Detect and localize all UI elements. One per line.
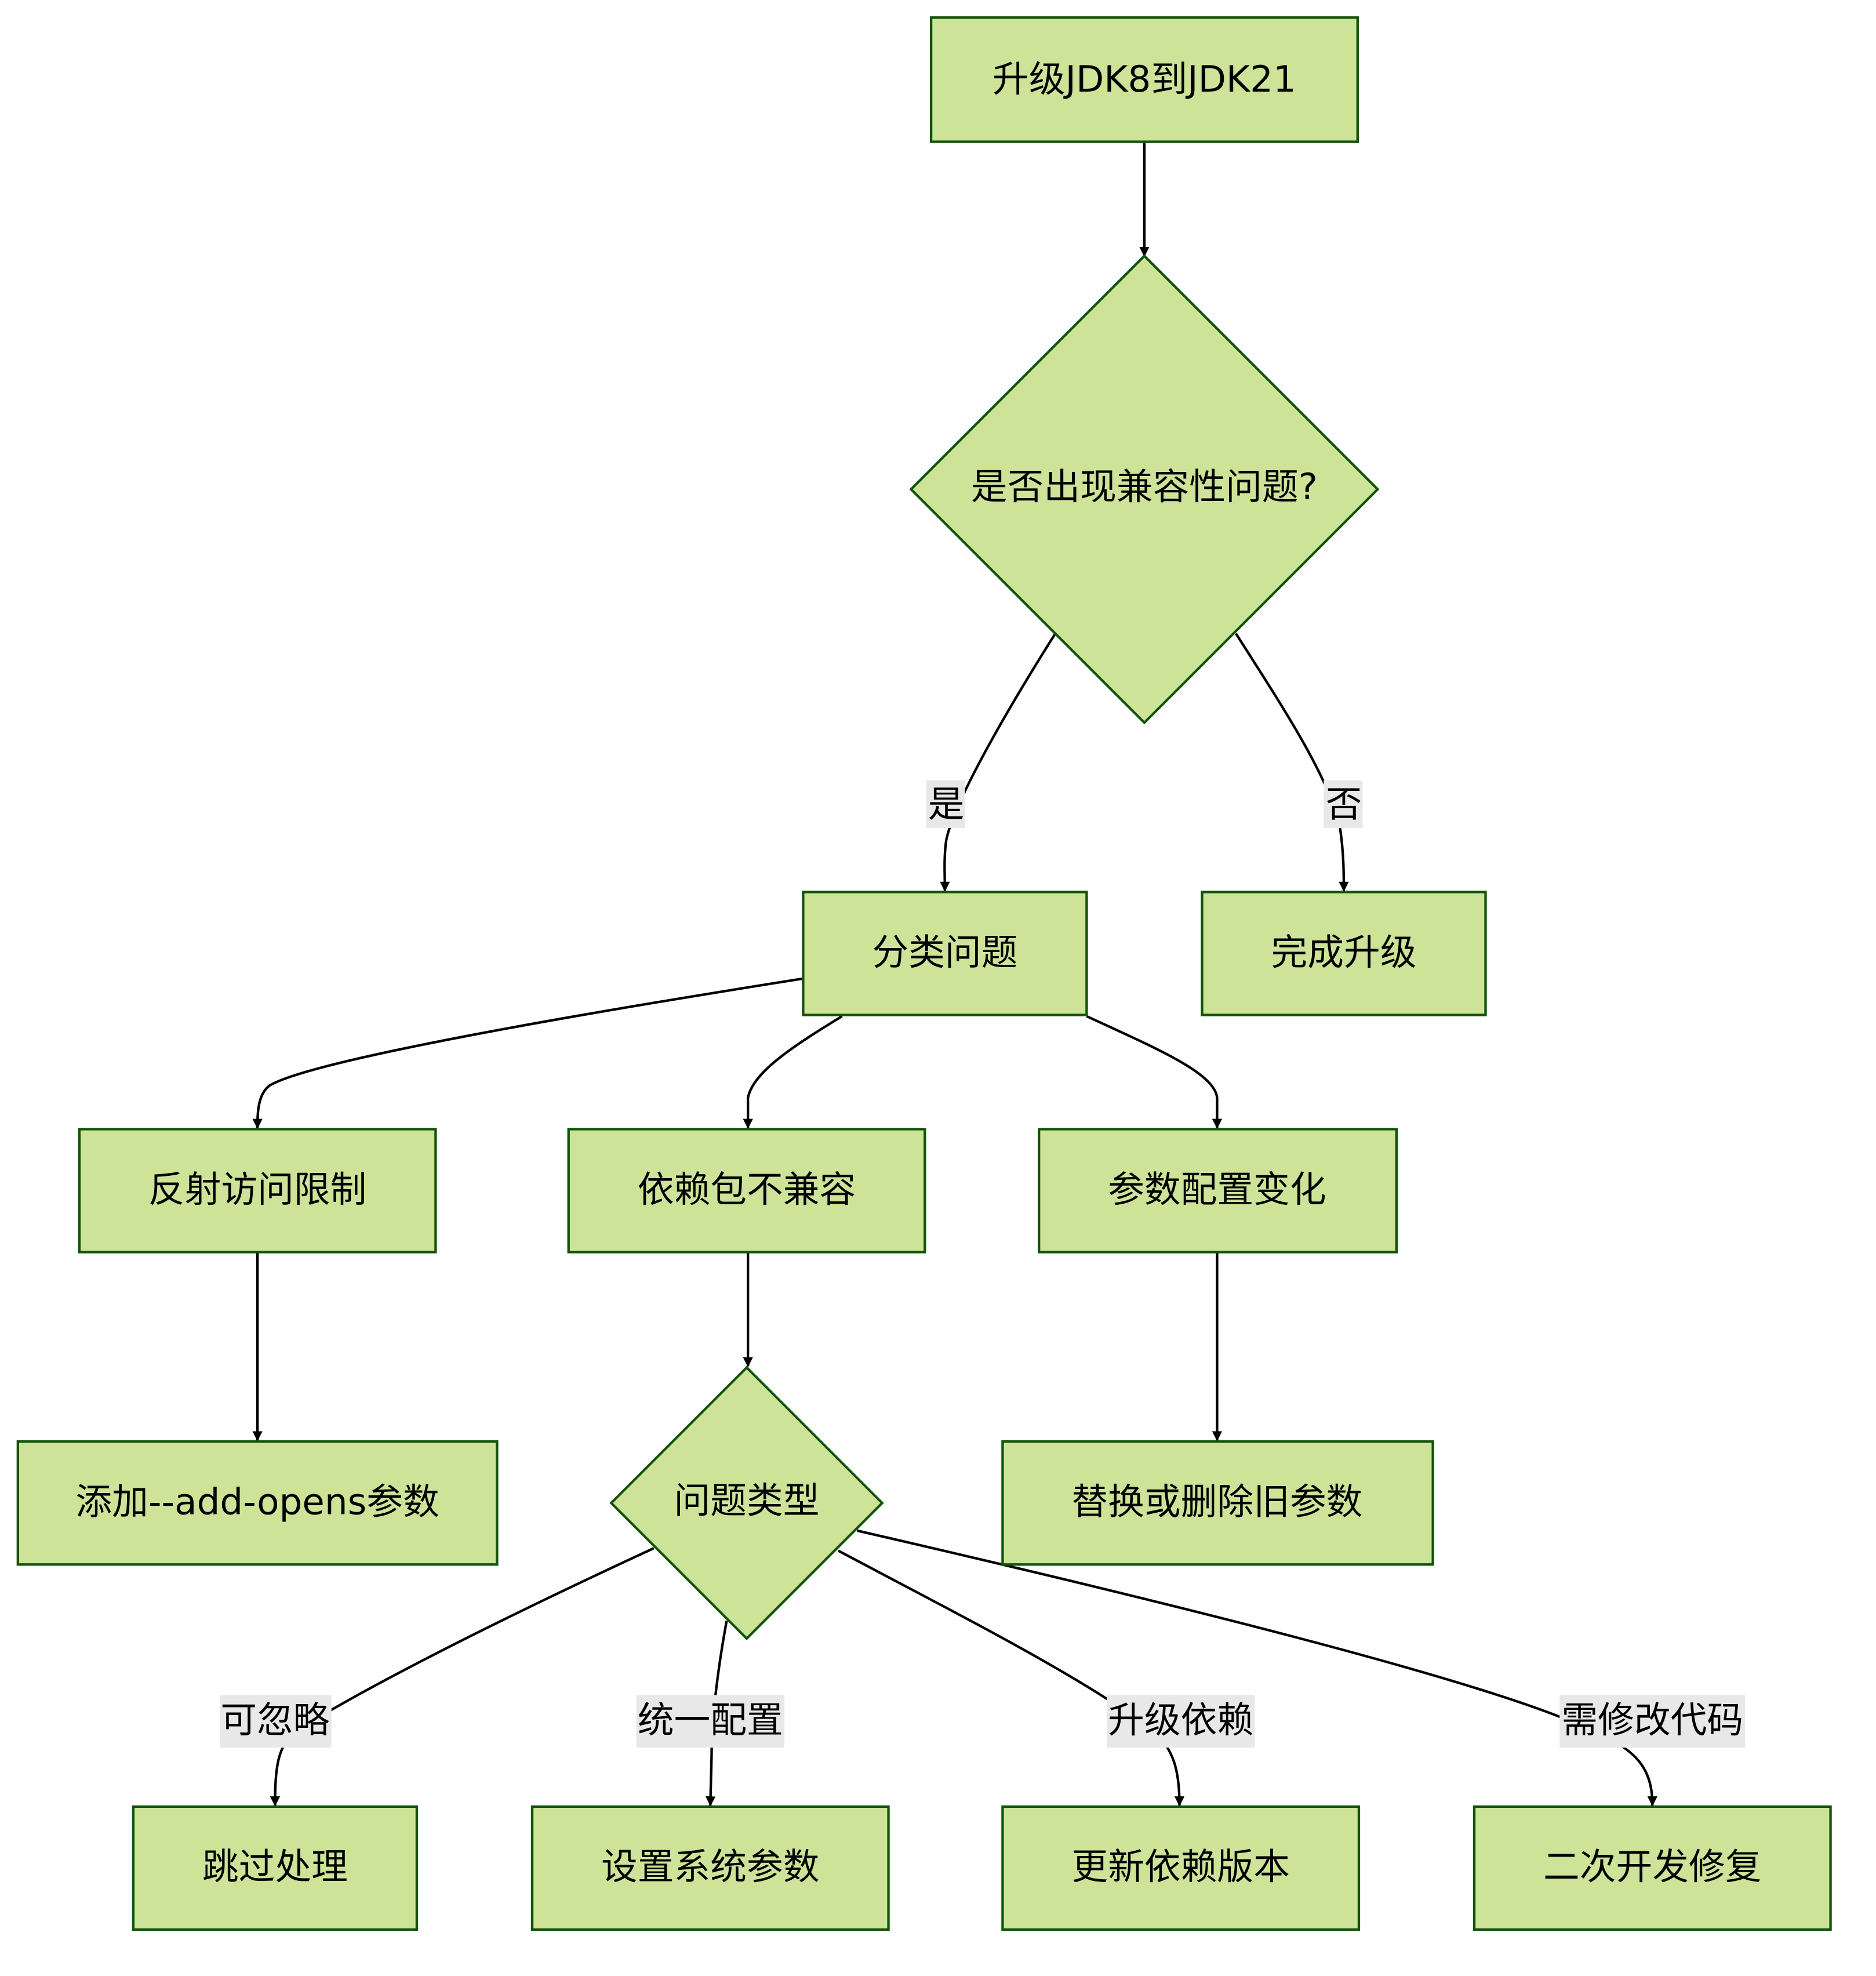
edge-check-to-done <box>1235 633 1349 892</box>
edge-label-yes: 是 <box>928 783 965 826</box>
node-update-deps-label: 更新依赖版本 <box>1071 1846 1290 1888</box>
edge-classify-to-params <box>1086 1015 1223 1129</box>
node-set-sys-params: 设置系统参数 <box>530 1805 890 1931</box>
node-redevelop-label: 二次开发修复 <box>1543 1846 1762 1888</box>
edge-check-to-classify <box>940 633 1057 892</box>
edge-label-upgrade-dep: 升级依赖 <box>1108 1699 1253 1741</box>
node-reflection-label: 反射访问限制 <box>148 1168 367 1211</box>
edge-classify-to-reflection <box>252 977 804 1129</box>
node-classify-label: 分类问题 <box>872 931 1017 974</box>
node-dependency-label: 依赖包不兼容 <box>638 1168 856 1211</box>
node-compat-check: 是否出现兼容性问题? <box>909 254 1380 725</box>
node-issue-type: 问题类型 <box>609 1365 884 1640</box>
edge-issuetype-to-redevelop <box>856 1529 1657 1807</box>
edges <box>252 141 1657 1807</box>
node-update-deps: 更新依赖版本 <box>1001 1805 1361 1931</box>
edge-label-ignorable: 可忽略 <box>220 1699 329 1741</box>
node-param-change: 参数配置变化 <box>1038 1128 1398 1254</box>
node-set-sys-params-label: 设置系统参数 <box>601 1846 820 1888</box>
edge-label-unified-config: 统一配置 <box>638 1699 783 1741</box>
node-dependency: 依赖包不兼容 <box>567 1128 926 1254</box>
node-done-label: 完成升级 <box>1271 931 1416 974</box>
edge-label-no: 否 <box>1326 783 1362 826</box>
node-classify: 分类问题 <box>802 891 1088 1016</box>
edge-label-code-change: 需修改代码 <box>1561 1699 1743 1741</box>
node-param-change-label: 参数配置变化 <box>1108 1168 1326 1211</box>
node-replace-params: 替换或删除旧参数 <box>1001 1440 1434 1566</box>
edge-classify-to-dependency <box>743 1015 843 1129</box>
node-skip-label: 跳过处理 <box>202 1846 348 1888</box>
node-start-label: 升级JDK8到JDK21 <box>992 58 1296 100</box>
node-start: 升级JDK8到JDK21 <box>929 16 1359 143</box>
edge-labels: 是 否 可忽略 统一配置 升级依赖 需修改代码 <box>220 780 1746 1748</box>
node-issue-type-label: 问题类型 <box>674 1479 820 1521</box>
node-compat-check-label: 是否出现兼容性问题? <box>971 466 1318 508</box>
edge-issuetype-to-updatedeps <box>837 1549 1185 1807</box>
edge-issuetype-to-skip <box>270 1547 655 1807</box>
node-add-opens: 添加--add-opens参数 <box>16 1440 499 1566</box>
node-redevelop: 二次开发修复 <box>1473 1805 1832 1931</box>
nodes: 升级JDK8到JDK21 是否出现兼容性问题? 分类问题 完成升级 反射访问限制… <box>16 16 1832 1931</box>
node-add-opens-label: 添加--add-opens参数 <box>75 1481 439 1523</box>
node-reflection: 反射访问限制 <box>78 1128 437 1254</box>
node-done: 完成升级 <box>1201 891 1487 1016</box>
node-replace-params-label: 替换或删除旧参数 <box>1071 1481 1362 1523</box>
node-skip: 跳过处理 <box>132 1805 419 1931</box>
